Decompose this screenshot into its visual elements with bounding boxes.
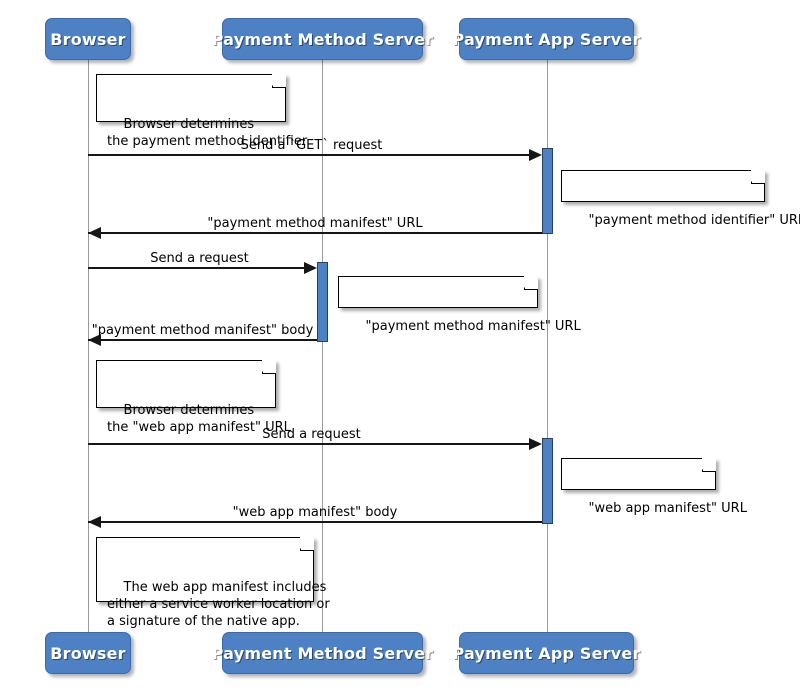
participant-browser-header[interactable]: Browser	[45, 18, 131, 60]
note-fold-corner-icon	[272, 73, 286, 88]
note-text: "payment method manifest" URL	[365, 319, 581, 334]
note-text: Browser determines the payment method id…	[107, 117, 308, 149]
note-web-app-manifest-includes: The web app manifest includes either a s…	[96, 536, 330, 629]
message-label-2: "payment method manifest" URL	[207, 216, 423, 231]
message-label-3: Send a request	[150, 251, 249, 266]
participant-payment-app-server-header[interactable]: Payment App Server	[452, 18, 640, 60]
message-arrowhead-6	[88, 516, 101, 528]
lifeline-payment-method-server	[322, 60, 323, 632]
note-fold-corner-icon	[262, 359, 276, 374]
activation-payment-app-server-1	[542, 148, 553, 234]
note-payment-method-manifest-url: "payment method manifest" URL	[338, 275, 581, 334]
message-line-5	[88, 443, 535, 445]
message-line-1	[88, 154, 535, 156]
note-fold-corner-icon	[524, 275, 538, 290]
message-label-6: "web app manifest" body	[232, 505, 398, 520]
note-text: "payment method identifier" URL	[588, 213, 800, 228]
message-line-3	[88, 267, 311, 269]
message-line-4	[88, 339, 317, 341]
note-browser-determines-identifier: Browser determines the payment method id…	[96, 73, 307, 149]
message-line-6	[88, 521, 542, 523]
participant-payment-method-server-header[interactable]: Payment Method Server	[212, 18, 433, 60]
message-line-2	[88, 232, 542, 234]
message-label-5: Send a request	[262, 427, 361, 442]
participant-payment-method-server-footer[interactable]: Payment Method Server	[212, 632, 433, 674]
participant-payment-app-server-label: Payment App Server	[452, 29, 641, 49]
activation-payment-app-server-2	[542, 438, 553, 524]
lifeline-payment-app-server	[547, 60, 548, 632]
note-web-app-manifest-url: "web app manifest" URL	[561, 457, 747, 516]
participant-browser-footer-label: Browser	[50, 643, 126, 663]
message-arrowhead-1	[529, 149, 542, 161]
note-browser-determines-web-app-manifest-url: Browser determines the "web app manifest…	[96, 359, 291, 435]
message-arrowhead-2	[88, 227, 101, 239]
note-fold-corner-icon	[702, 457, 716, 472]
note-fold-corner-icon	[300, 536, 314, 551]
note-payment-method-identifier-url: "payment method identifier" URL	[561, 169, 800, 228]
message-label-1: Send a `GET` request	[240, 138, 383, 153]
lifeline-browser	[88, 60, 89, 632]
note-fold-corner-icon	[751, 169, 765, 184]
participant-payment-app-server-footer-label: Payment App Server	[452, 643, 641, 663]
activation-payment-method-server-1	[317, 262, 328, 342]
message-label-4: "payment method manifest" body	[91, 323, 314, 338]
note-text: The web app manifest includes either a s…	[107, 580, 330, 629]
message-arrowhead-3	[304, 262, 317, 274]
message-arrowhead-5	[529, 438, 542, 450]
participant-browser-footer[interactable]: Browser	[45, 632, 131, 674]
note-text: Browser determines the "web app manifest…	[107, 403, 291, 435]
participant-payment-app-server-footer[interactable]: Payment App Server	[452, 632, 640, 674]
participant-payment-method-server-label: Payment Method Server	[211, 29, 434, 49]
participant-payment-method-server-footer-label: Payment Method Server	[211, 643, 434, 663]
message-arrowhead-4	[88, 334, 101, 346]
participant-browser-label: Browser	[50, 29, 126, 49]
note-text: "web app manifest" URL	[588, 501, 747, 516]
